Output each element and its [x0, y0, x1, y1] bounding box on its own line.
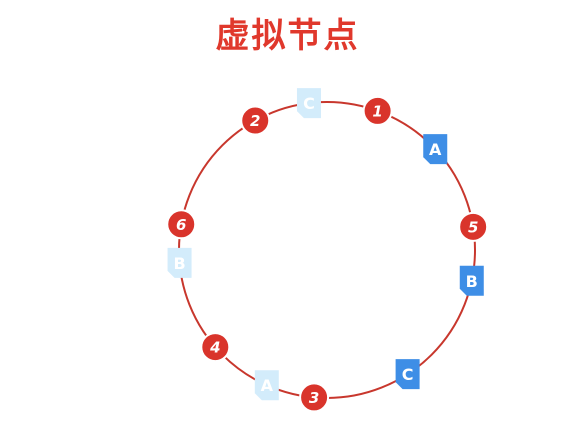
files-layer: C A B C A B: [167, 88, 484, 401]
file-label: B: [466, 272, 478, 291]
node-2: 2: [240, 105, 271, 136]
file-c-real: C: [395, 359, 420, 390]
file-label: C: [402, 365, 414, 384]
nodes-layer: 1 2 3 4 5 6: [166, 95, 489, 413]
node-label: 5: [468, 218, 478, 236]
node-label: 1: [372, 102, 382, 120]
node-label: 6: [176, 216, 186, 234]
file-label: C: [303, 94, 315, 113]
node-3: 3: [299, 382, 330, 413]
node-circle: [240, 105, 271, 136]
node-circle: [200, 332, 231, 363]
file-label: A: [429, 140, 442, 159]
node-1: 1: [362, 95, 393, 126]
node-label: 2: [250, 112, 260, 130]
node-circle: [166, 209, 197, 240]
file-icon: [459, 265, 484, 296]
node-6: 6: [166, 209, 197, 240]
node-label: 4: [209, 339, 220, 357]
file-a-real: A: [423, 134, 448, 165]
node-circle: [299, 382, 330, 413]
diagram-title: 虚拟节点: [215, 16, 360, 56]
file-b-real: B: [459, 265, 484, 296]
file-label: A: [261, 376, 274, 395]
node-circle: [362, 95, 393, 126]
node-5: 5: [458, 211, 489, 242]
file-icon: [423, 134, 448, 165]
node-circle: [458, 211, 489, 242]
node-label: 3: [309, 389, 319, 407]
file-icon: [254, 370, 279, 401]
file-b-virtual: B: [167, 247, 192, 278]
file-c-virtual: C: [296, 88, 321, 119]
file-a-virtual: A: [254, 370, 279, 401]
file-icon: [395, 359, 420, 390]
file-icon: [296, 88, 321, 119]
file-label: B: [173, 254, 185, 273]
file-icon: [167, 247, 192, 278]
node-4: 4: [200, 332, 231, 363]
